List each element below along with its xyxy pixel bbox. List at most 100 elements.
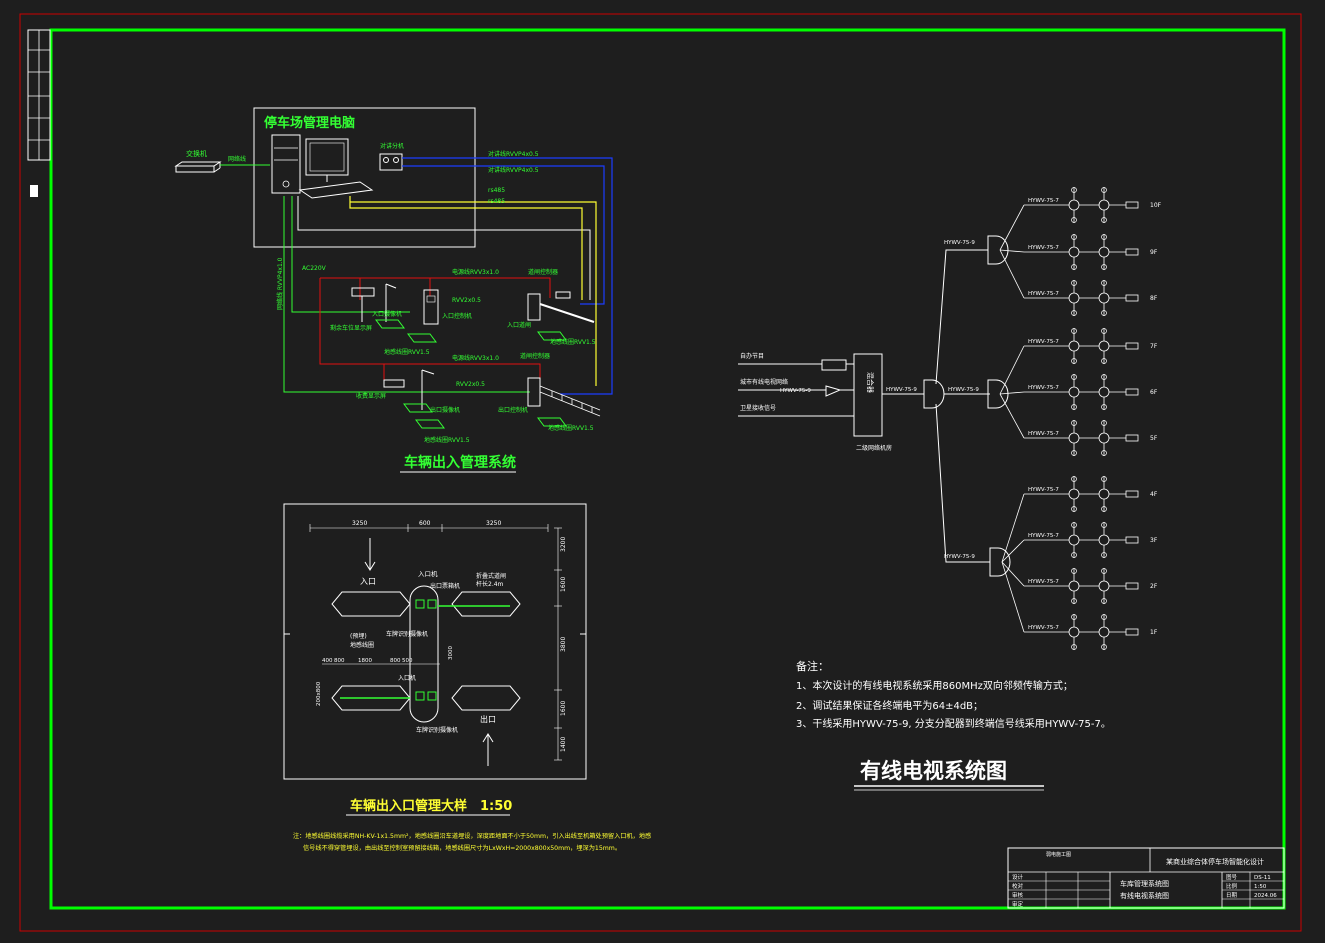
outlet-icon <box>1101 476 1107 482</box>
branch-cable-label: HYWV-75-7 <box>1028 339 1059 345</box>
tb-value-3: 2024.06 <box>1254 893 1277 899</box>
outlet-icon <box>1071 644 1077 650</box>
net-label: 网络线 <box>228 155 246 163</box>
keyboard-icon <box>298 181 374 199</box>
dim-left-5: 500 <box>402 658 413 664</box>
outlet-icon <box>1071 217 1077 223</box>
outlet-icon <box>1101 598 1107 604</box>
pc-tower-icon <box>271 134 301 194</box>
rvv-a-label: RVV2x0.5 <box>452 297 481 304</box>
outlet-icon <box>1101 328 1107 334</box>
outlet-icon <box>1101 644 1107 650</box>
outlet-icon <box>1101 280 1107 286</box>
terminator-icon <box>1125 388 1139 396</box>
entrance-detail: 3250 600 3250 3200 1600 3800 1600 1400 4… <box>283 503 651 852</box>
outlet-icon <box>1071 264 1077 270</box>
tb-value-1: DS-11 <box>1254 875 1271 881</box>
branch-cable-label: HYWV-75-7 <box>1028 487 1059 493</box>
switch-label: 交换机 <box>186 149 207 158</box>
tap-icon <box>1068 488 1080 500</box>
dim-side: 200x800 <box>316 681 322 706</box>
input-cable-label: HYWV-75-9 <box>780 388 811 394</box>
trunk-label-top: HYWV-75-9 <box>944 240 975 246</box>
fee-screen-icon <box>383 379 405 388</box>
tap-icon <box>1068 432 1080 444</box>
dim-right-1: 3200 <box>560 537 567 552</box>
outlet-icon <box>1101 358 1107 364</box>
tv-input-1: 自办节目 <box>740 352 764 360</box>
tap-icon <box>1068 292 1080 304</box>
rs485-label-1: rs485 <box>488 187 505 194</box>
branch-cable-label: HYWV-75-7 <box>1028 385 1059 391</box>
outlet-icon <box>1101 187 1107 193</box>
detail-ticket: 出口票箱机 <box>430 582 460 590</box>
modulator-icon <box>821 359 847 371</box>
tap-icon <box>1098 432 1110 444</box>
floor-label: 10F <box>1150 202 1162 209</box>
rvv-b-label: RVV2x0.5 <box>456 381 485 388</box>
mixer-label: 混合器 <box>866 372 875 393</box>
tap-icon <box>1098 534 1110 546</box>
tb-right-3: 日期 <box>1226 892 1238 899</box>
dim-top-1: 3250 <box>352 520 367 527</box>
tv-note-2: 2、调试结果保证各终端电平为64±4dB； <box>796 699 983 712</box>
floor-label: 7F <box>1150 343 1158 350</box>
detail-entry-machine: 入口机 <box>418 569 438 578</box>
barrier-entry-icon <box>527 293 541 321</box>
dim-left-3: 1800 <box>358 658 372 664</box>
tap-icon <box>1098 626 1110 638</box>
svg-text:对讲线RVVP4x0.5: 对讲线RVVP4x0.5 <box>488 150 539 158</box>
floor-label: 1F <box>1150 629 1158 636</box>
loop1-label: 地感线圈RVV1.5 <box>384 348 430 356</box>
branch-cable-label: HYWV-75-7 <box>1028 245 1059 251</box>
splitter-top-icon <box>987 235 1009 265</box>
tap-icon <box>1068 246 1080 258</box>
power-label-1: 电源线RVV3x1.0 <box>452 268 499 276</box>
outlet-icon <box>1071 506 1077 512</box>
loop3-label: 地感线圈RVV1.5 <box>424 436 470 444</box>
barrier-out-label: 道闸控制器 <box>520 352 550 360</box>
monitor-icon <box>305 138 349 176</box>
sheet-border <box>19 13 1302 932</box>
tap-icon <box>1068 626 1080 638</box>
tb-drawing-no: 弱电施工图 <box>1046 851 1071 858</box>
outlet-icon <box>1101 310 1107 316</box>
control-room-title: 停车场管理电脑 <box>264 115 355 131</box>
floor-label: 9F <box>1150 249 1158 256</box>
tb-value-2: 1:50 <box>1254 884 1267 890</box>
outlet-icon <box>1101 614 1107 620</box>
floor-label: 3F <box>1150 537 1158 544</box>
detail-card-reader-2: 车牌识别摄像机 <box>416 726 458 734</box>
entry-machine-icon <box>423 289 439 325</box>
outlet-icon <box>1101 450 1107 456</box>
rs485-label-2: rs485 <box>488 198 505 205</box>
amp-input-icon <box>825 385 842 397</box>
tap-icon <box>1098 386 1110 398</box>
mixer-box <box>853 353 883 437</box>
dim-top-3: 3250 <box>486 520 501 527</box>
loop2-label: 地感线圈RVV1.5 <box>550 338 596 346</box>
terminator-icon <box>1125 490 1139 498</box>
branch-cable-label: HYWV-75-7 <box>1028 625 1059 631</box>
floor-branches: HYWV-75-710FHYWV-75-79FHYWV-75-78FHYWV-7… <box>999 187 1162 650</box>
detail-frame <box>283 503 587 780</box>
outlet-icon <box>1101 234 1107 240</box>
tap-icon <box>1068 534 1080 546</box>
terminator-icon <box>1125 582 1139 590</box>
tb-left-2: 校对 <box>1012 882 1024 890</box>
outlet-icon <box>1101 217 1107 223</box>
entry-screen-label: 剩余车位显示屏 <box>330 324 372 332</box>
branch-cable-label: HYWV-75-7 <box>1028 431 1059 437</box>
tap-icon <box>1098 246 1110 258</box>
outlet-icon <box>1101 568 1107 574</box>
strip-mark <box>30 185 38 197</box>
detail-title: 车辆出入口管理大样 <box>350 798 467 814</box>
cam-out-label: 出口摄像机 <box>430 406 460 414</box>
detail-loop-note: (预埋) <box>350 632 367 640</box>
tap-icon <box>1068 580 1080 592</box>
outlet-icon <box>1071 568 1077 574</box>
dim-top-2: 600 <box>419 520 431 527</box>
catv-system: 自办节目 城市有线电视网络 卫星接收信号 HYWV-75-9 混合器 二级网络机… <box>738 187 1162 791</box>
floor-label: 4F <box>1150 491 1158 498</box>
tv-input-3: 卫星接收信号 <box>740 404 776 412</box>
